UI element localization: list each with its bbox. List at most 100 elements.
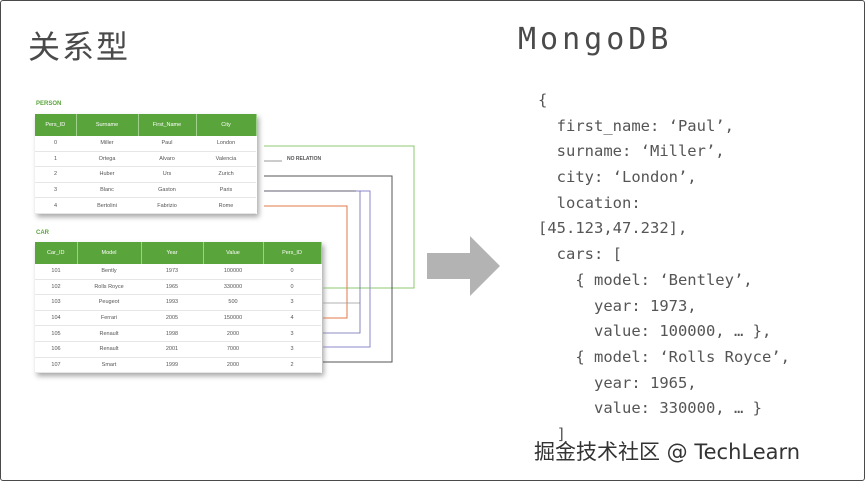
code-line: { model: ‘Bentley’, <box>538 270 753 289</box>
watermark: 掘金技术社区 @ TechLearn <box>534 440 801 464</box>
car-table-cell: 105 <box>35 325 77 342</box>
car-table-cell: Rolls Royce <box>77 279 141 296</box>
mongodb-title: MongoDB <box>518 22 673 57</box>
person-table-cell: 4 <box>35 197 76 214</box>
car-column-header: Value <box>203 242 264 264</box>
car-table-cell: 7000 <box>203 341 263 358</box>
car-column-header: Pers_ID <box>263 242 322 264</box>
car-table-cell: 3 <box>263 325 321 342</box>
person-column-header: Pers_ID <box>35 114 77 136</box>
car-table-cell: 1999 <box>141 357 203 374</box>
person-table-cell: 0 <box>35 136 76 152</box>
code-line: value: 100000, … }, <box>538 322 772 341</box>
car-table-cell: 100000 <box>203 264 263 280</box>
car-table-cell: 4 <box>263 310 321 327</box>
code-line: year: 1965, <box>538 373 697 392</box>
car-table-cell: 103 <box>35 294 77 311</box>
car-table-cell: 107 <box>35 357 77 374</box>
person-table-cell: Gaston <box>138 182 196 199</box>
code-line: [45.123,47.232], <box>538 219 688 238</box>
car-table-cell: Peugeot <box>77 294 141 311</box>
no-relation-label: NO RELATION <box>287 156 322 162</box>
person-table-cell: Paul <box>138 136 196 152</box>
car-table-cell: 1965 <box>141 279 203 296</box>
car-table-cell: 2 <box>263 357 321 374</box>
code-line: { model: ‘Rolls Royce’, <box>538 347 790 366</box>
car-table-cell: 2000 <box>203 357 263 374</box>
code-line: location: <box>538 193 641 212</box>
car-table-cell: 2001 <box>141 341 203 358</box>
person-table-cell: 1 <box>35 151 76 168</box>
person-table-cell: 2 <box>35 166 76 183</box>
car-table-cell: 3 <box>263 294 321 311</box>
person-table-cell: Miller <box>76 136 138 152</box>
person-table-cell: Rome <box>196 197 256 214</box>
car-table-cell: 101 <box>35 264 77 280</box>
person-table-cell: Alvaro <box>138 151 196 168</box>
car-table-cell: Renault <box>77 325 141 342</box>
person-table-cell: 3 <box>35 182 76 199</box>
code-line: ] <box>538 424 566 443</box>
car-table-cell: 1998 <box>141 325 203 342</box>
person-table-cell: Zurich <box>196 166 256 183</box>
person-table-cell: Urs <box>138 166 196 183</box>
person-table-cell: Valencia <box>196 151 256 168</box>
code-line: value: 330000, … } <box>538 399 762 418</box>
car-table-cell: 106 <box>35 341 77 358</box>
person-table-cell: Huber <box>76 166 138 183</box>
link-line-dark-1 <box>264 175 393 363</box>
person-column-header: Surname <box>76 114 139 136</box>
person-table-cell: Blanc <box>76 182 138 199</box>
car-table-cell: Bently <box>77 264 141 280</box>
car-table-cell: 1993 <box>141 294 203 311</box>
person-table-cell: London <box>196 136 256 152</box>
car-table-cell: 150000 <box>203 310 263 327</box>
link-line-orange <box>264 205 348 319</box>
code-line: city: ‘London’, <box>538 168 697 187</box>
car-column-header: Car_ID <box>35 242 78 264</box>
car-table-cell: 500 <box>203 294 263 311</box>
car-table-label: CAR <box>36 230 49 236</box>
car-table-cell: 102 <box>35 279 77 296</box>
car-table-cell: Renault <box>77 341 141 358</box>
link-line-blue <box>323 191 361 334</box>
relational-title: 关系型 <box>28 28 131 66</box>
person-table-cell: Ortega <box>76 151 138 168</box>
mongodb-document: { first_name: ‘Paul’, surname: ‘Miller’,… <box>538 88 790 448</box>
car-table-cell: Ferrari <box>77 310 141 327</box>
car-table-cell: 0 <box>263 264 321 280</box>
code-line: first_name: ‘Paul’, <box>538 116 734 135</box>
arrow-right-icon <box>427 236 500 296</box>
person-table-cell: Paris <box>196 182 256 199</box>
code-line: surname: ‘Miller’, <box>538 142 725 161</box>
code-line: year: 1973, <box>538 296 697 315</box>
car-column-header: Model <box>77 242 142 264</box>
car-table-cell: 330000 <box>203 279 263 296</box>
car-table-cell: 2005 <box>141 310 203 327</box>
car-table-cell: 2000 <box>203 325 263 342</box>
person-column-header: City <box>196 114 257 136</box>
car-table-cell: 3 <box>263 341 321 358</box>
code-line: cars: [ <box>538 245 622 264</box>
code-line: { <box>538 91 548 109</box>
person-table-cell: Bertolini <box>76 197 138 214</box>
car-table-cell: Smart <box>77 357 141 374</box>
person-table-label: PERSON <box>36 101 62 107</box>
link-line-purple <box>264 190 371 348</box>
